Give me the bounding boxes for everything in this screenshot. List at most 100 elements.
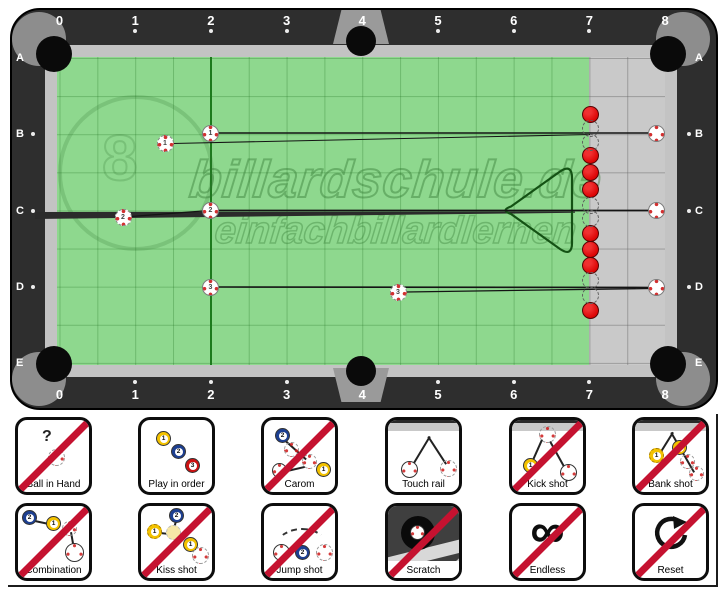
red-ball[interactable] xyxy=(582,301,599,319)
ghost-yellow-ball-icon: 1 xyxy=(147,524,162,539)
button-label: Play in order xyxy=(148,479,205,490)
button-label: Combination xyxy=(25,565,82,576)
pocket-hole-top-right xyxy=(650,36,686,72)
cue-ball[interactable]: 2 xyxy=(202,201,219,219)
coord-label-right: E xyxy=(695,357,703,369)
cue-ball-icon xyxy=(560,464,577,481)
blue-ball-icon: 2 xyxy=(169,508,184,523)
cue-ball-icon xyxy=(401,461,418,478)
button-ball-in-hand[interactable]: ? Ball in Hand xyxy=(15,417,92,495)
ghost-ball-icon xyxy=(316,544,333,561)
pocket-hole-top-middle xyxy=(346,26,376,56)
pocket-hole-bottom-right xyxy=(650,346,686,382)
rail-icon xyxy=(388,420,459,431)
button-bank-shot[interactable]: 1 1 Bank shot xyxy=(632,417,709,495)
diamond-marker xyxy=(436,380,440,384)
button-label: Endless xyxy=(529,565,566,576)
coord-label-bottom: 8 xyxy=(661,387,669,402)
coord-label-bottom: 5 xyxy=(434,387,442,402)
ghost-ball-icon xyxy=(680,454,695,469)
label-strip xyxy=(388,561,459,578)
blue-ball-icon: 2 xyxy=(295,545,310,560)
coord-label-top: 7 xyxy=(585,13,594,28)
diamond-marker xyxy=(284,29,289,33)
diamond-marker xyxy=(587,29,592,33)
button-label: Scratch xyxy=(406,565,441,576)
diamond-marker xyxy=(31,208,35,213)
blue-ball-icon: 2 xyxy=(171,444,186,459)
cue-ball[interactable] xyxy=(648,124,665,142)
red-ball[interactable] xyxy=(582,240,599,258)
coord-label-right: A xyxy=(695,52,703,64)
coord-label-top: 2 xyxy=(207,13,215,28)
diamond-marker xyxy=(587,380,592,384)
diamond-marker xyxy=(687,132,691,137)
coord-label-right: B xyxy=(695,128,703,141)
red-ball[interactable] xyxy=(582,163,599,181)
yellow-ball-icon: 1 xyxy=(156,431,171,446)
button-play-in-order[interactable]: 1 2 3 Play in order xyxy=(138,417,215,495)
cue-ball[interactable] xyxy=(648,279,665,296)
ghost-cue-ball[interactable]: 3 xyxy=(389,284,407,301)
ghost-cue-ball[interactable]: 1 xyxy=(156,134,174,152)
button-reset[interactable]: Reset xyxy=(632,503,709,581)
ghost-cue-ball[interactable]: 2 xyxy=(114,208,132,226)
rail-icon xyxy=(512,420,583,431)
coord-label-top: 6 xyxy=(510,13,518,28)
button-combination[interactable]: 2 1 Combination xyxy=(15,503,92,581)
button-label: Carom xyxy=(284,479,315,490)
coord-label-bottom: 6 xyxy=(510,387,518,402)
reset-arrow-icon xyxy=(654,516,688,550)
cue-ball[interactable]: 3 xyxy=(202,278,219,296)
coord-label-top: 4 xyxy=(358,13,366,28)
ghost-ball-icon xyxy=(440,460,457,477)
coord-label-left: C xyxy=(16,204,24,217)
button-endless[interactable]: ∞ Endless xyxy=(509,503,586,581)
ghost-ball-icon xyxy=(302,454,317,469)
diamond-marker xyxy=(208,29,213,33)
diamond-marker xyxy=(511,380,516,384)
diamond-marker xyxy=(133,380,138,384)
coord-label-bottom: 1 xyxy=(131,387,139,402)
button-kiss-shot[interactable]: 2 1 1 Kiss shot xyxy=(138,503,215,581)
ghost-ball-slot xyxy=(582,133,599,151)
diamond-marker xyxy=(687,284,691,289)
button-label: Jump shot xyxy=(276,565,323,576)
coord-label-top: 8 xyxy=(661,13,669,28)
coord-label-right: C xyxy=(695,204,703,217)
coord-label-top: 1 xyxy=(131,13,139,28)
cue-ball[interactable] xyxy=(648,202,665,219)
ghost-yellow-ball-icon: 1 xyxy=(649,448,664,463)
coord-label-bottom: 7 xyxy=(585,387,594,402)
yellow-ball-icon: 1 xyxy=(46,516,61,531)
diamond-marker xyxy=(31,132,35,137)
button-carom[interactable]: 2 1 Carom xyxy=(261,417,338,495)
button-jump-shot[interactable]: 2 Jump shot xyxy=(261,503,338,581)
button-label: Touch rail xyxy=(402,479,445,490)
coord-label-top: 3 xyxy=(282,13,291,28)
coord-label-bottom: 3 xyxy=(282,387,291,402)
rail-icon xyxy=(635,420,706,431)
question-mark-icon: ? xyxy=(42,428,52,445)
cue-ball-icon xyxy=(65,543,84,562)
red-ball[interactable] xyxy=(582,180,599,198)
button-scratch[interactable]: Scratch xyxy=(385,503,462,581)
red-ball-icon: 3 xyxy=(185,458,200,473)
diamond-marker xyxy=(436,29,440,33)
red-ball[interactable] xyxy=(582,224,599,242)
cue-ball-icon xyxy=(410,525,425,540)
diamond-marker xyxy=(31,284,35,289)
blue-ball-icon: 2 xyxy=(22,510,37,525)
pocket-hole-bottom-middle xyxy=(346,356,376,386)
ghost-ball-slot xyxy=(582,271,599,289)
coord-label-bottom: 0 xyxy=(55,387,64,402)
button-touch-rail[interactable]: Touch rail xyxy=(385,417,462,495)
yellow-ball-icon: 1 xyxy=(316,462,331,477)
coord-label-left: D xyxy=(16,280,24,293)
playing-surface xyxy=(57,57,665,365)
button-kick-shot[interactable]: 1 Kick shot xyxy=(509,417,586,495)
cue-ball[interactable]: 1 xyxy=(202,124,219,142)
jump-arc-icon xyxy=(276,528,328,564)
red-ball[interactable] xyxy=(582,256,599,274)
